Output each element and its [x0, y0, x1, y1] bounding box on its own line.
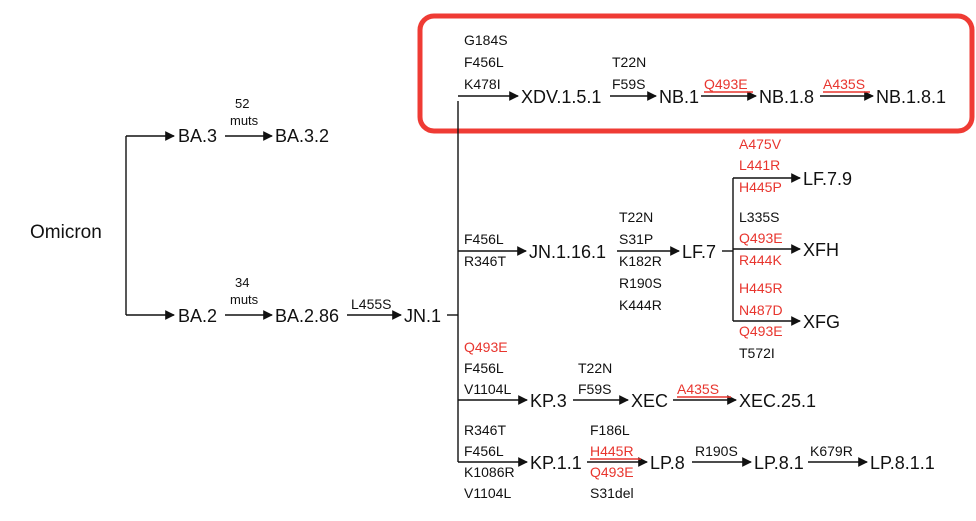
- label-v1104l-kp: V1104L: [464, 485, 511, 501]
- label-f186l: F186L: [590, 422, 630, 438]
- label-g184s: G184S: [464, 32, 508, 48]
- label-h445r-lp: H445R: [590, 443, 634, 459]
- node-ba2: BA.2: [178, 306, 217, 326]
- node-xec: XEC: [631, 391, 668, 411]
- label-l441r: L441R: [739, 157, 780, 173]
- label-k478i: K478I: [464, 76, 501, 92]
- label-l455s: L455S: [351, 296, 391, 312]
- label-f59s-nb: F59S: [612, 76, 645, 92]
- label-h445p: H445P: [739, 179, 782, 195]
- label-f59s-xec: F59S: [578, 381, 611, 397]
- lf7-trunk: [722, 178, 734, 321]
- label-n487d: N487D: [739, 302, 783, 318]
- label-s31p: S31P: [619, 231, 653, 247]
- label-h445r-xfg: H445R: [739, 280, 783, 296]
- root-label: Omicron: [30, 222, 102, 243]
- node-nb18: NB.1.8: [759, 87, 814, 107]
- node-kp3: KP.3: [530, 391, 567, 411]
- label-t22n-lf: T22N: [619, 209, 653, 225]
- label-r346t-kp: R346T: [464, 422, 506, 438]
- label-r444k: R444K: [739, 252, 782, 268]
- label-q493e-nb: Q493E: [704, 76, 748, 92]
- label-f456l-jn: F456L: [464, 231, 504, 247]
- label-r190s-lp: R190S: [695, 443, 738, 459]
- label-k444r: K444R: [619, 297, 662, 313]
- label-q493e-lp: Q493E: [590, 464, 634, 480]
- label-k679r: K679R: [810, 443, 853, 459]
- label-ba2-count: 34: [235, 275, 249, 290]
- label-ba2-muts: muts: [230, 292, 259, 307]
- node-ba286: BA.2.86: [275, 306, 339, 326]
- jn1-trunk: [447, 101, 459, 462]
- label-v1104l-kp3: V1104L: [464, 381, 511, 397]
- node-jn1: JN.1: [404, 306, 441, 326]
- node-lp81: LP.8.1: [754, 453, 804, 473]
- label-f456l-xdv: F456L: [464, 54, 504, 70]
- label-q493e-xfh: Q493E: [739, 230, 783, 246]
- node-lf7: LF.7: [682, 242, 716, 262]
- node-nb1: NB.1: [659, 87, 699, 107]
- node-nb181: NB.1.8.1: [876, 87, 946, 107]
- node-xec251: XEC.25.1: [739, 391, 816, 411]
- label-t22n-xec: T22N: [578, 360, 612, 376]
- label-s31del: S31del: [590, 485, 634, 501]
- label-a475v: A475V: [739, 136, 782, 152]
- label-ba3-muts: muts: [230, 113, 259, 128]
- root-edges: [125, 131, 175, 320]
- node-lf79: LF.7.9: [803, 169, 852, 189]
- node-xfg: XFG: [803, 312, 840, 332]
- label-l335s: L335S: [739, 209, 779, 225]
- label-r346t-jn: R346T: [464, 253, 506, 269]
- label-underlines: [590, 91, 870, 460]
- node-lp811: LP.8.1.1: [870, 453, 935, 473]
- node-lp8: LP.8: [650, 453, 685, 473]
- highlight-box: [417, 13, 975, 134]
- label-q493e-xfg: Q493E: [739, 323, 783, 339]
- label-q493e-kp3: Q493E: [464, 339, 508, 355]
- node-ba32: BA.3.2: [275, 126, 329, 146]
- label-a435s-xec: A435S: [677, 381, 719, 397]
- label-ba3-count: 52: [235, 96, 249, 111]
- node-kp11: KP.1.1: [530, 453, 582, 473]
- label-t572i: T572I: [739, 345, 775, 361]
- node-jn1161: JN.1.16.1: [529, 242, 606, 262]
- label-f456l-kp3: F456L: [464, 360, 504, 376]
- node-xdv: XDV.1.5.1: [521, 87, 601, 107]
- label-k182r: K182R: [619, 253, 662, 269]
- label-a435s-nb: A435S: [823, 76, 865, 92]
- node-ba3: BA.3: [178, 126, 217, 146]
- label-t22n-nb: T22N: [612, 54, 646, 70]
- label-k1086r: K1086R: [464, 464, 515, 480]
- label-f456l-kp: F456L: [464, 443, 504, 459]
- node-xfh: XFH: [803, 240, 839, 260]
- label-r190s-lf: R190S: [619, 275, 662, 291]
